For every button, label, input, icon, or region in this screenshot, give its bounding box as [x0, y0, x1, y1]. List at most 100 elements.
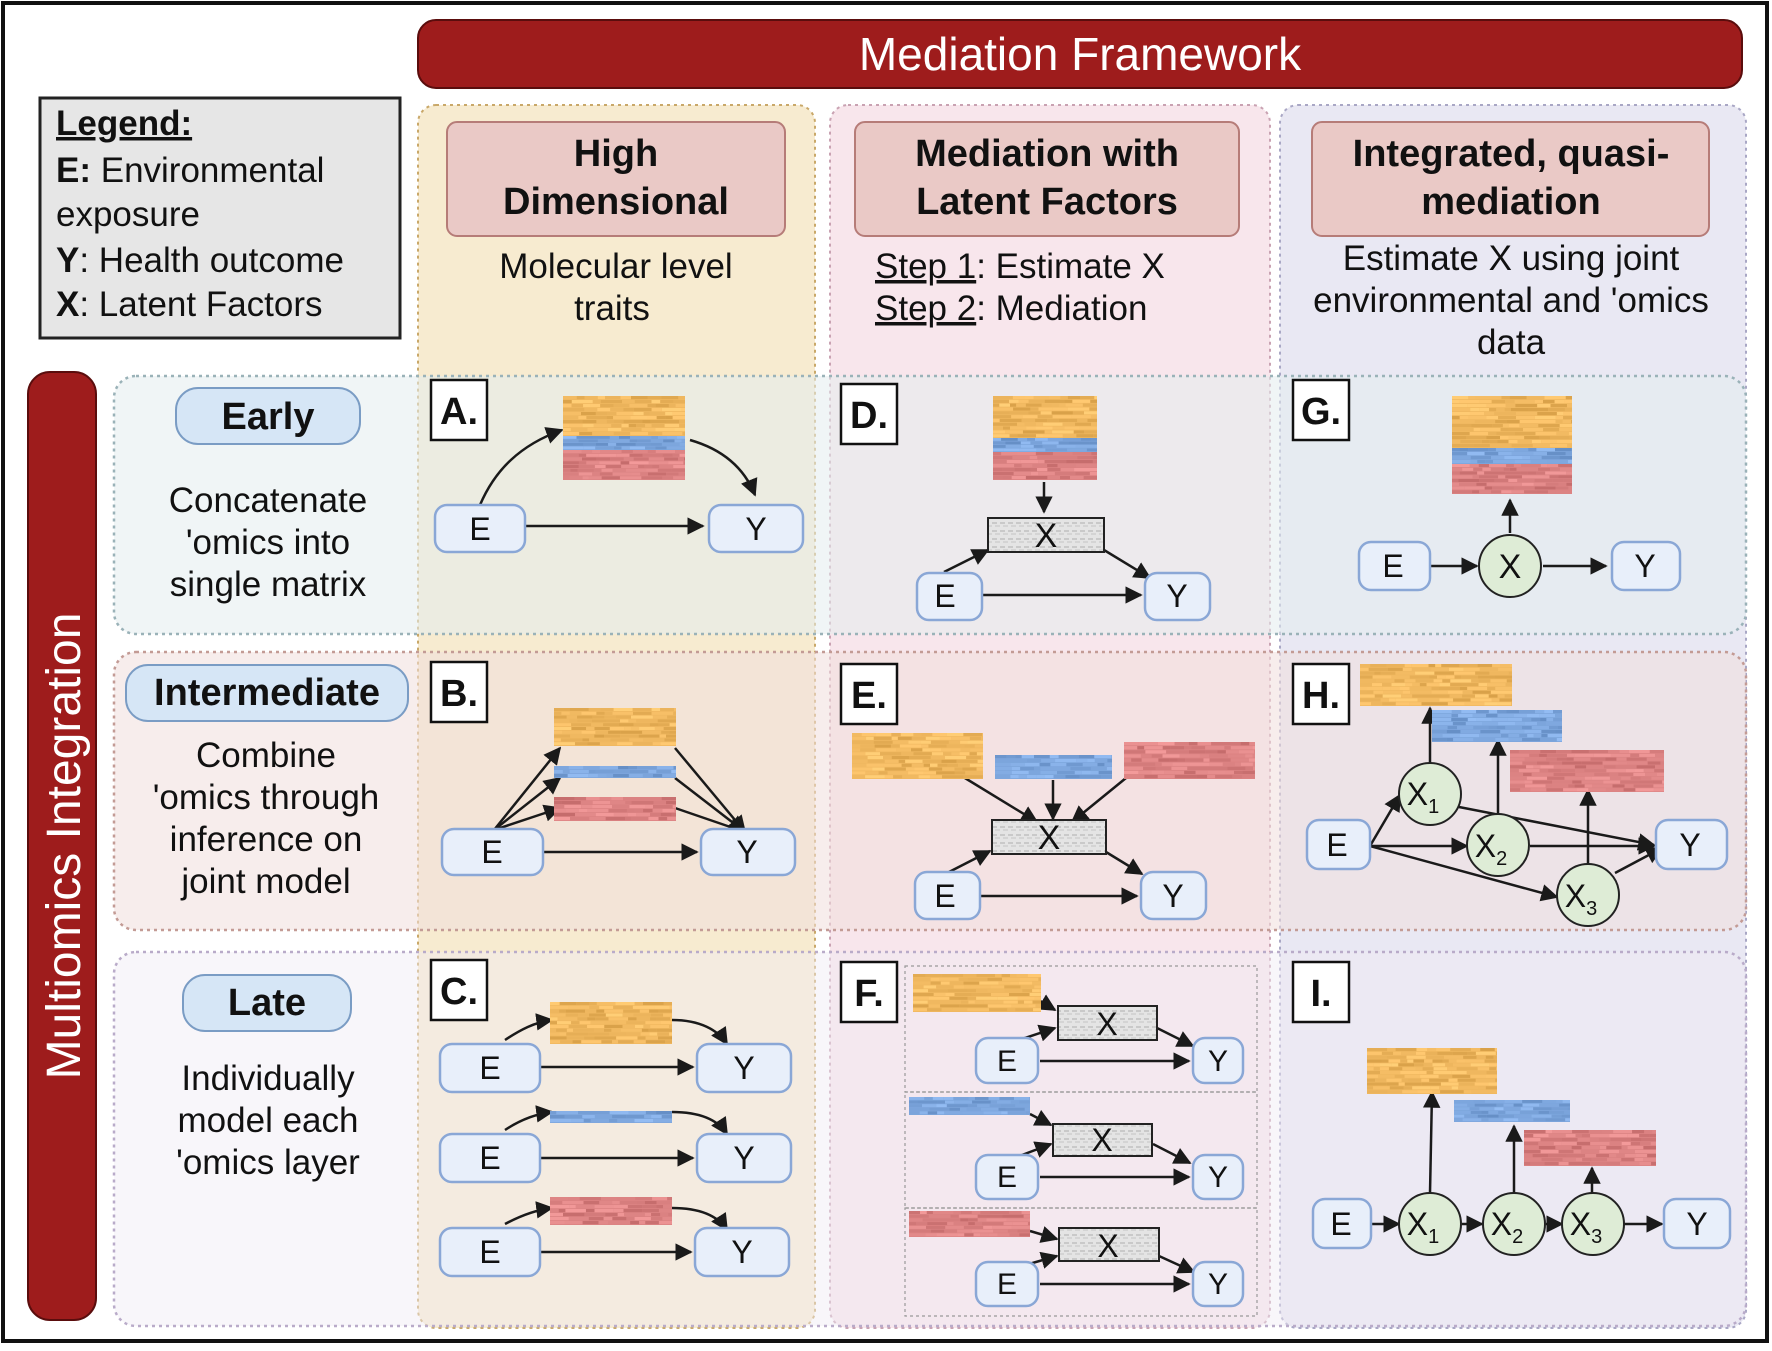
svg-text:X: X [1091, 1122, 1112, 1158]
column-description-line: data [1477, 323, 1546, 362]
node-e: E [1307, 820, 1370, 869]
row-description-line: model each [178, 1101, 359, 1140]
latent-box-e: X [992, 819, 1106, 857]
svg-text:Y: Y [1208, 1045, 1228, 1078]
omics-red-block [1524, 1130, 1656, 1166]
svg-text:X: X [1097, 1228, 1118, 1264]
svg-text:C.: C. [440, 971, 478, 1013]
omics-orange-block [563, 396, 685, 436]
row-description-line: Individually [181, 1059, 355, 1098]
row-label-text: Intermediate [154, 672, 380, 714]
omics-orange-block [993, 396, 1097, 438]
column-title-line: Integrated, quasi- [1353, 133, 1670, 175]
panel-label-e: E. [841, 664, 897, 724]
svg-text:I.: I. [1310, 973, 1331, 1015]
node-y: Y [709, 505, 803, 552]
omics-red-block [563, 450, 685, 480]
node-e: E [442, 829, 543, 875]
legend-item-e-cont: exposure [56, 195, 200, 234]
latent-box-d: X [988, 517, 1104, 555]
row-description-line: single matrix [170, 565, 367, 604]
latent-circle-x2: X2 [1467, 814, 1529, 876]
svg-text:X: X [1096, 1006, 1117, 1042]
svg-text:Y: Y [1208, 1268, 1228, 1301]
node-e: E [915, 872, 980, 919]
node-y: Y [1664, 1199, 1730, 1248]
svg-text:E: E [997, 1161, 1017, 1194]
svg-text:E: E [1382, 548, 1403, 584]
omics-blue-block [563, 436, 685, 450]
latent-box-f1: X [1058, 1006, 1157, 1042]
svg-text:B.: B. [440, 673, 478, 715]
omics-blue-block [1432, 710, 1562, 742]
node-e: E [440, 1044, 540, 1092]
omics-orange-block [554, 708, 676, 746]
row-description-line: Concatenate [169, 481, 367, 520]
svg-text:E: E [1330, 1206, 1351, 1242]
legend-item-x: X: Latent Factors [56, 285, 323, 324]
svg-text:Y: Y [745, 511, 766, 547]
node-e: E [1313, 1199, 1371, 1248]
panel-label-g: G. [1293, 380, 1349, 440]
svg-text:E: E [997, 1045, 1017, 1078]
svg-text:E: E [934, 578, 955, 614]
svg-text:Y: Y [736, 834, 757, 870]
node-y: Y [697, 1044, 791, 1092]
panel-label-a: A. [431, 380, 487, 440]
omics-blue-block [995, 755, 1112, 779]
svg-text:E: E [481, 834, 502, 870]
omics-blue-block [993, 438, 1097, 452]
svg-text:E: E [1326, 827, 1347, 863]
svg-text:Y: Y [1166, 578, 1187, 614]
panel-label-b: B. [431, 662, 487, 722]
node-e: E [440, 1228, 540, 1276]
column-description-line: Molecular level [499, 247, 732, 286]
latent-circle-x: X [1479, 535, 1541, 597]
svg-text:Y: Y [1634, 548, 1655, 584]
svg-text:X: X [1035, 517, 1058, 555]
node-y: Y [701, 829, 795, 875]
legend-title: Legend: [56, 104, 192, 143]
row-description-line: 'omics into [186, 523, 350, 562]
column-title-line: Latent Factors [916, 181, 1178, 223]
node-e: E [976, 1262, 1038, 1306]
latent-circle-x3: X3 [1557, 864, 1619, 926]
svg-text:E: E [997, 1268, 1017, 1301]
latent-circle-x1: X1 [1399, 763, 1461, 825]
node-y: Y [697, 1134, 791, 1182]
omics-blue-block [554, 766, 676, 778]
omics-orange-block [1452, 396, 1572, 448]
node-y: Y [1193, 1262, 1243, 1306]
column-title-line: Mediation with [915, 133, 1179, 175]
omics-orange-block [913, 974, 1041, 1012]
node-y: Y [1145, 573, 1210, 620]
column-description-line: traits [574, 289, 650, 328]
latent-circle-x2: X2 [1483, 1193, 1545, 1255]
omics-blue-block [1454, 1100, 1570, 1122]
panel-label-d: D. [841, 384, 897, 444]
svg-text:X: X [1038, 819, 1061, 857]
panel-label-c: C. [431, 960, 487, 1020]
column-description-line: Estimate X using joint [1343, 239, 1680, 278]
omics-red-block [1510, 750, 1664, 792]
row-description-line: joint model [180, 862, 350, 901]
svg-text:E: E [479, 1140, 500, 1176]
omics-red-block [1452, 464, 1572, 494]
omics-orange-block [1367, 1048, 1497, 1094]
latent-box-f3: X [1059, 1228, 1159, 1264]
header-title: Mediation Framework [859, 28, 1302, 80]
latent-circle-x3: X3 [1562, 1193, 1624, 1255]
node-e: E [917, 573, 982, 620]
svg-text:D.: D. [850, 395, 888, 437]
svg-text:F.: F. [854, 973, 884, 1015]
node-y: Y [1612, 542, 1680, 590]
node-y: Y [1656, 820, 1727, 869]
latent-box-f2: X [1053, 1122, 1152, 1158]
row-label-text: Late [228, 982, 306, 1024]
column-title-line: mediation [1421, 181, 1600, 223]
omics-blue-block [1452, 448, 1572, 464]
node-e: E [435, 505, 525, 552]
svg-text:Y: Y [1686, 1206, 1707, 1242]
